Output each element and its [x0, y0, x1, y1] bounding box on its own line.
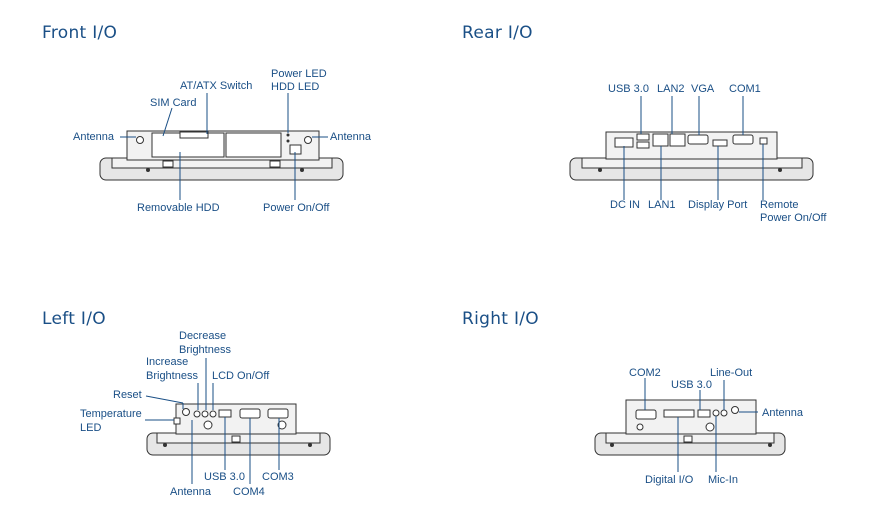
- left-antenna-label: Antenna: [170, 486, 211, 498]
- front-antenna-right-label: Antenna: [330, 131, 371, 143]
- rear-dc-in-label: DC IN: [610, 199, 640, 211]
- left-com3-label: COM3: [262, 471, 294, 483]
- rear-io-device: [569, 131, 814, 181]
- front-power-led-label: Power LED: [271, 68, 327, 80]
- left-io-leaders: [145, 358, 280, 484]
- rear-lan2-label: LAN2: [657, 83, 685, 95]
- rear-lan1-label: LAN1: [648, 199, 676, 211]
- rear-io-title: Rear I/O: [462, 23, 533, 43]
- right-io-title: Right I/O: [462, 309, 539, 329]
- left-reset-label: Reset: [113, 389, 142, 401]
- right-io-device: [594, 399, 786, 456]
- right-io-leaders: [644, 378, 758, 472]
- left-io-title: Left I/O: [42, 309, 106, 329]
- rear-usb30-label: USB 3.0: [608, 83, 649, 95]
- front-io-leaders: [120, 93, 328, 200]
- left-temperature-label-2: LED: [80, 422, 102, 434]
- left-increase-label-1: Increase: [146, 356, 189, 368]
- left-lcd-onoff-label: LCD On/Off: [212, 370, 270, 382]
- front-sim-card-label: SIM Card: [150, 97, 197, 109]
- rear-display-port-label: Display Port: [688, 199, 748, 211]
- right-line-out-label: Line-Out: [710, 367, 753, 379]
- front-removable-hdd-label: Removable HDD: [137, 202, 220, 214]
- right-digital-io-label: Digital I/O: [645, 474, 694, 486]
- left-decrease-label-2: Brightness: [179, 344, 231, 356]
- right-com2-label: COM2: [629, 367, 661, 379]
- right-mic-in-label: Mic-In: [708, 474, 738, 486]
- rear-com1-label: COM1: [729, 83, 761, 95]
- left-io-device: [146, 403, 331, 456]
- front-hdd-led-label: HDD LED: [271, 81, 320, 93]
- left-com4-label: COM4: [233, 486, 265, 498]
- front-io-title: Front I/O: [42, 23, 118, 43]
- front-antenna-left-label: Antenna: [73, 131, 114, 143]
- rear-remote-power-label: Power On/Off: [760, 212, 827, 224]
- right-usb30-label: USB 3.0: [671, 379, 712, 391]
- front-power-onoff-label: Power On/Off: [263, 202, 330, 214]
- rear-remote-label: Remote: [760, 199, 799, 211]
- left-usb30-label: USB 3.0: [204, 471, 245, 483]
- rear-vga-label: VGA: [691, 83, 715, 95]
- rear-io-leaders: [623, 96, 764, 200]
- left-decrease-label-1: Decrease: [179, 330, 227, 342]
- left-increase-label-2: Brightness: [146, 370, 198, 382]
- front-at-atx-switch-label: AT/ATX Switch: [180, 80, 253, 92]
- left-temperature-label-1: Temperature: [80, 408, 142, 420]
- right-antenna-label: Antenna: [762, 407, 803, 419]
- front-io-device: [99, 130, 344, 181]
